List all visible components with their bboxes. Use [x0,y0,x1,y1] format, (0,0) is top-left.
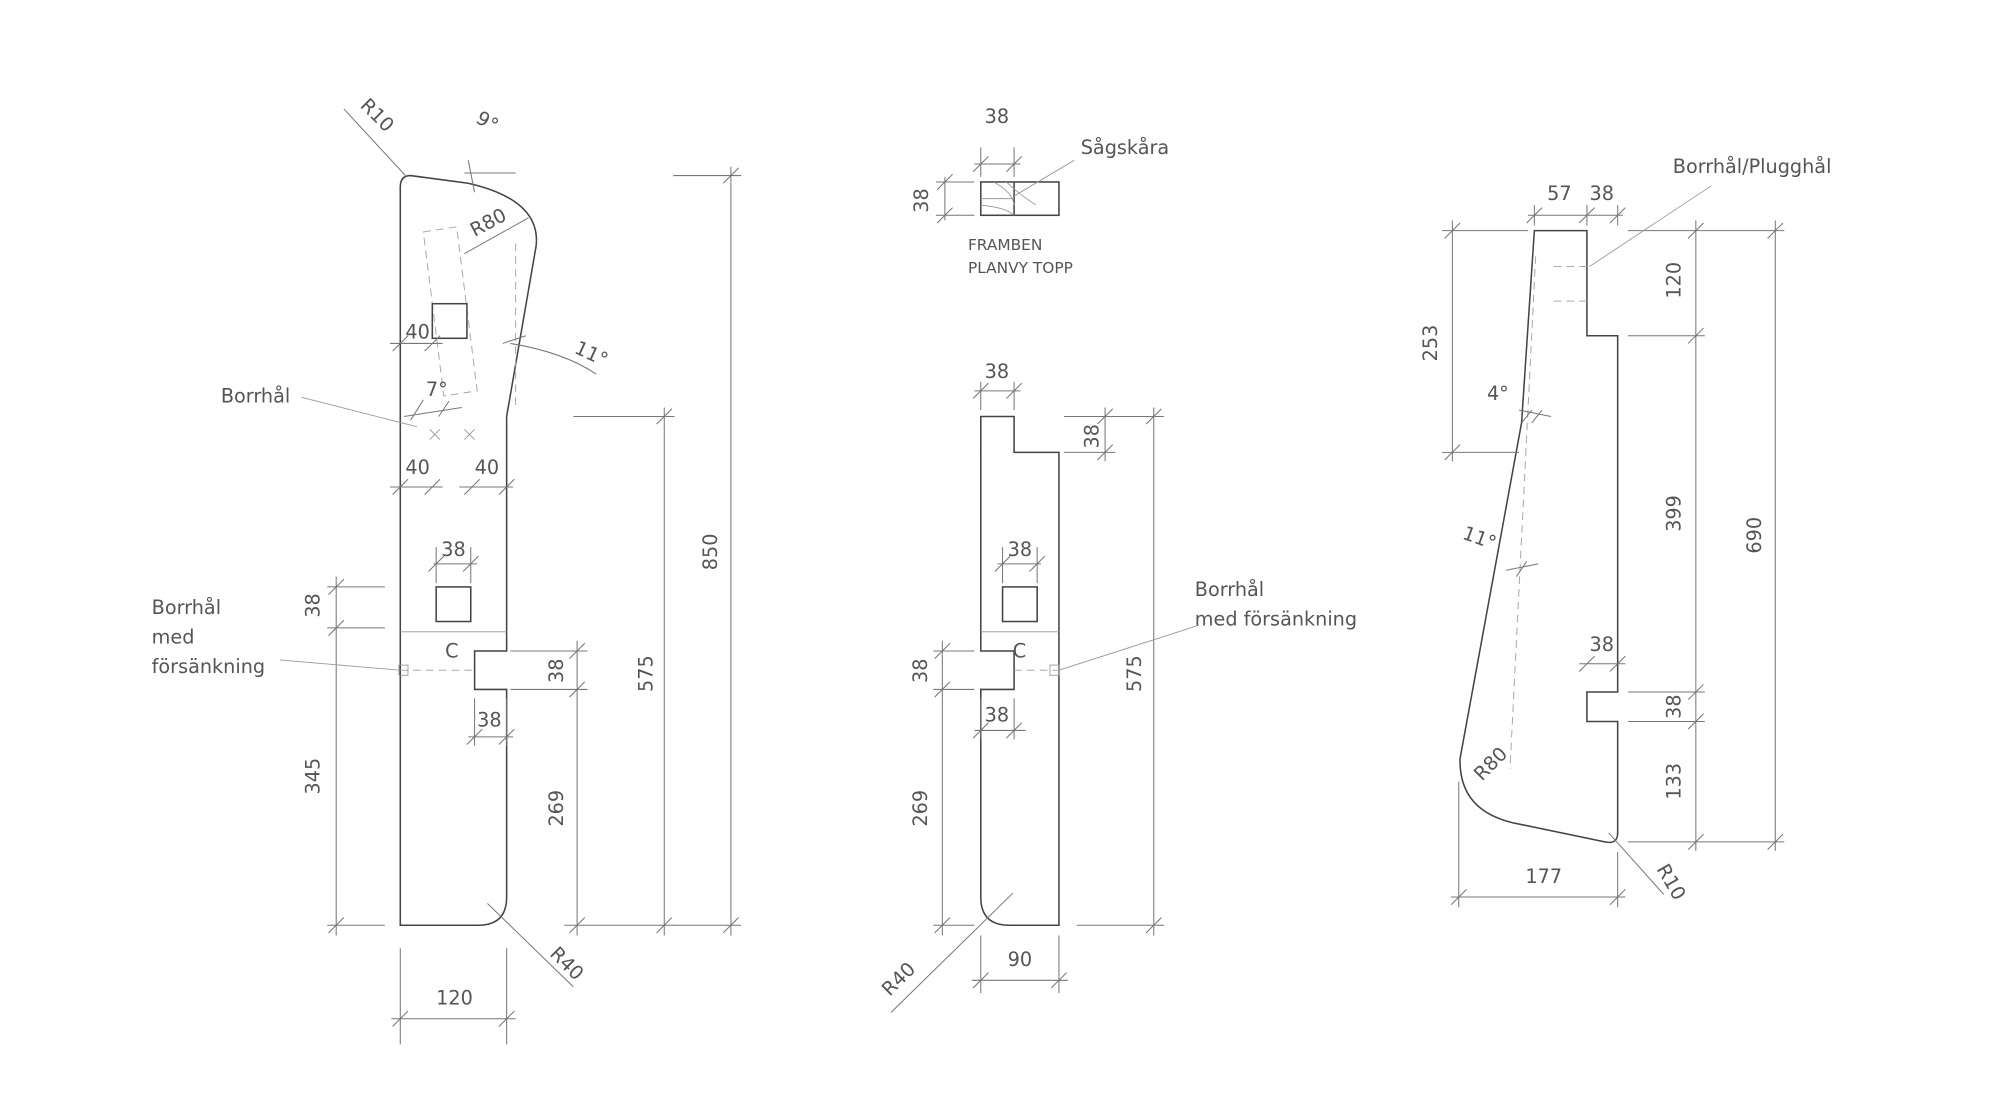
dimension-label: 40 [405,320,429,343]
view-caption: FRAMBEN [968,236,1042,254]
dimension-label: 90 [1008,948,1032,971]
dimension-label: 38 [1589,633,1613,656]
dimension-label: 269 [909,790,932,827]
annotation-label: med [152,625,195,648]
dimension-label: 38 [909,659,932,683]
dimension-label: 38 [302,593,325,617]
section-mark: C [1013,639,1026,662]
dimension-label: 38 [910,188,933,212]
annotation-label: Sågskåra [1081,136,1169,159]
angle-label: 11° [571,336,612,371]
right-part-outline [1459,229,1619,844]
dimension-label: 40 [405,456,429,479]
top-view: 38 38 Sågskåra FRAMBEN PLANVY TOPP [910,105,1169,277]
dimension-label: 269 [545,790,568,827]
dimension-label: 133 [1662,763,1685,800]
angle-label: 7° [426,378,448,401]
dimension-label: 38 [545,659,568,683]
annotation-label: Borrhål [1195,578,1264,601]
left-view: R10 9° R80 11° 40 7° Borrhål 40 40 38 C … [152,94,742,1045]
annotation-label: Borrhål/Plugghål [1673,155,1832,178]
angle-label: 9° [472,106,502,137]
annotation-label: Borrhål [152,596,221,619]
section-mark: C [445,639,458,662]
dimension-label: 575 [635,655,658,692]
angle-label: 11° [1460,521,1500,554]
dimension-label: 253 [1419,325,1442,362]
dimension-label: 38 [1081,424,1104,448]
dimension-label: 177 [1525,865,1562,888]
radius-label: R10 [356,94,399,137]
dimension-label: 690 [1743,517,1766,554]
middle-view: 38 38 38 C Borrhål med försänkning 38 38… [877,360,1357,1013]
radius-label: R80 [1469,742,1512,785]
radius-label: R80 [466,203,510,241]
annotation-label: med försänkning [1195,607,1357,630]
dimension-label: 38 [477,709,501,732]
right-view: Borrhål/Plugghål 57 38 253 4° 11° 120 39… [1419,155,1832,908]
dimension-label: 850 [699,534,722,571]
radius-label: R40 [877,958,920,1001]
annotation-label: försänkning [152,655,265,678]
dimension-label: 120 [1662,262,1685,299]
dimension-label: 38 [985,105,1009,128]
dimension-label: 38 [985,360,1009,383]
annotation-label: Borrhål [221,384,290,407]
dimension-label: 345 [302,758,325,795]
dimension-label: 38 [1008,538,1032,561]
dimension-label: 575 [1123,655,1146,692]
dimension-label: 120 [436,987,473,1010]
middle-part-outline [980,415,1060,926]
dimension-label: 38 [1662,694,1685,718]
dimension-label: 399 [1662,495,1685,532]
dimension-label: 38 [1589,182,1613,205]
radius-label: R10 [1652,860,1691,904]
angle-label: 4° [1487,382,1509,405]
dimension-label: 40 [475,456,499,479]
view-caption: PLANVY TOPP [968,259,1073,277]
left-part-outline [399,174,538,926]
radius-label: R40 [545,942,588,985]
dimension-label: 38 [441,538,465,561]
dimension-label: 38 [985,703,1009,726]
dimension-label: 57 [1547,182,1571,205]
